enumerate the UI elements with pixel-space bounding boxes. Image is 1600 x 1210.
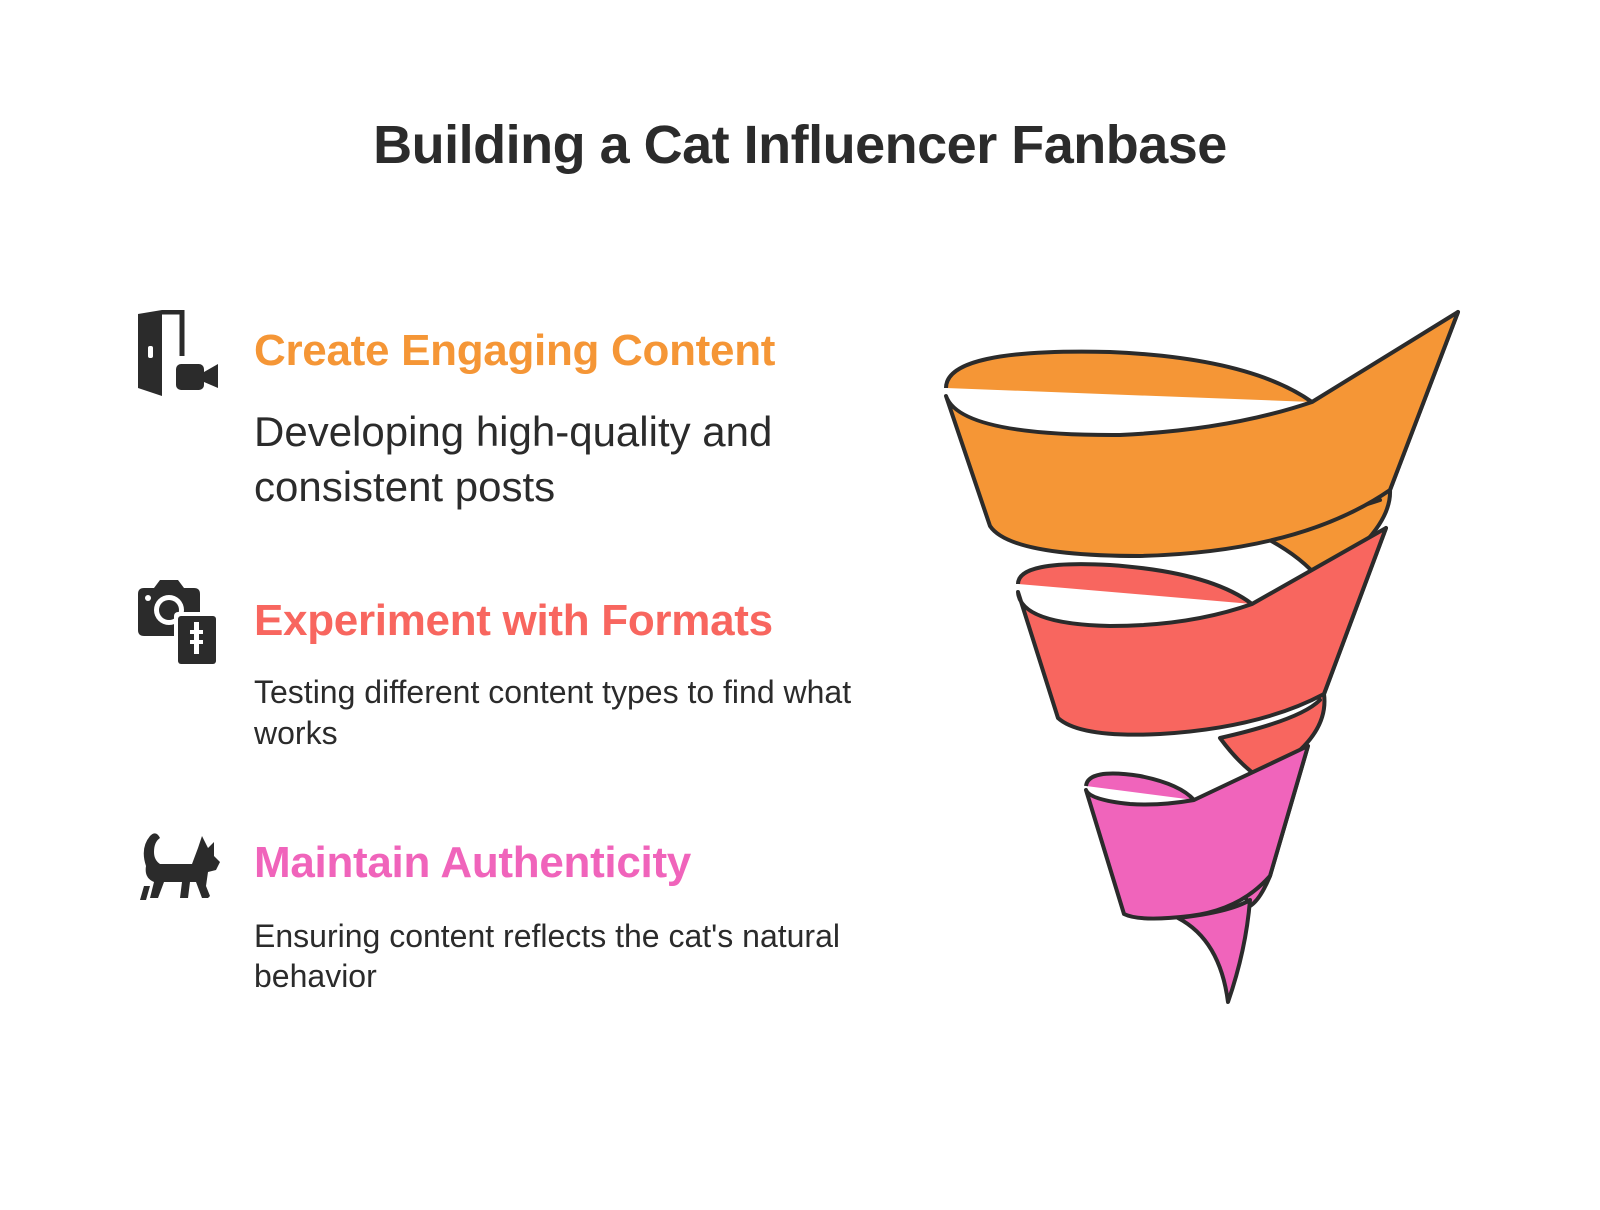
step-heading: Create Engaging Content bbox=[254, 326, 776, 375]
funnel-graphic bbox=[944, 310, 1460, 1004]
step-heading: Maintain Authenticity bbox=[254, 838, 691, 887]
funnel-band-pink bbox=[1084, 744, 1310, 921]
camera-file-icon bbox=[138, 580, 218, 664]
door-video-icon bbox=[138, 310, 218, 396]
funnel-band-orange bbox=[944, 310, 1460, 558]
cat-icon bbox=[140, 833, 220, 900]
step-description: Developing high-quality and consistent p… bbox=[254, 408, 773, 510]
funnel-band-coral bbox=[1016, 526, 1388, 737]
step-description: Ensuring content reflects the cat's natu… bbox=[254, 918, 840, 994]
step-description: Testing different content types to find … bbox=[254, 674, 852, 751]
step-heading: Experiment with Formats bbox=[254, 596, 773, 645]
page-title: Building a Cat Influencer Fanbase bbox=[373, 115, 1227, 175]
funnel-tip bbox=[1176, 898, 1252, 1004]
